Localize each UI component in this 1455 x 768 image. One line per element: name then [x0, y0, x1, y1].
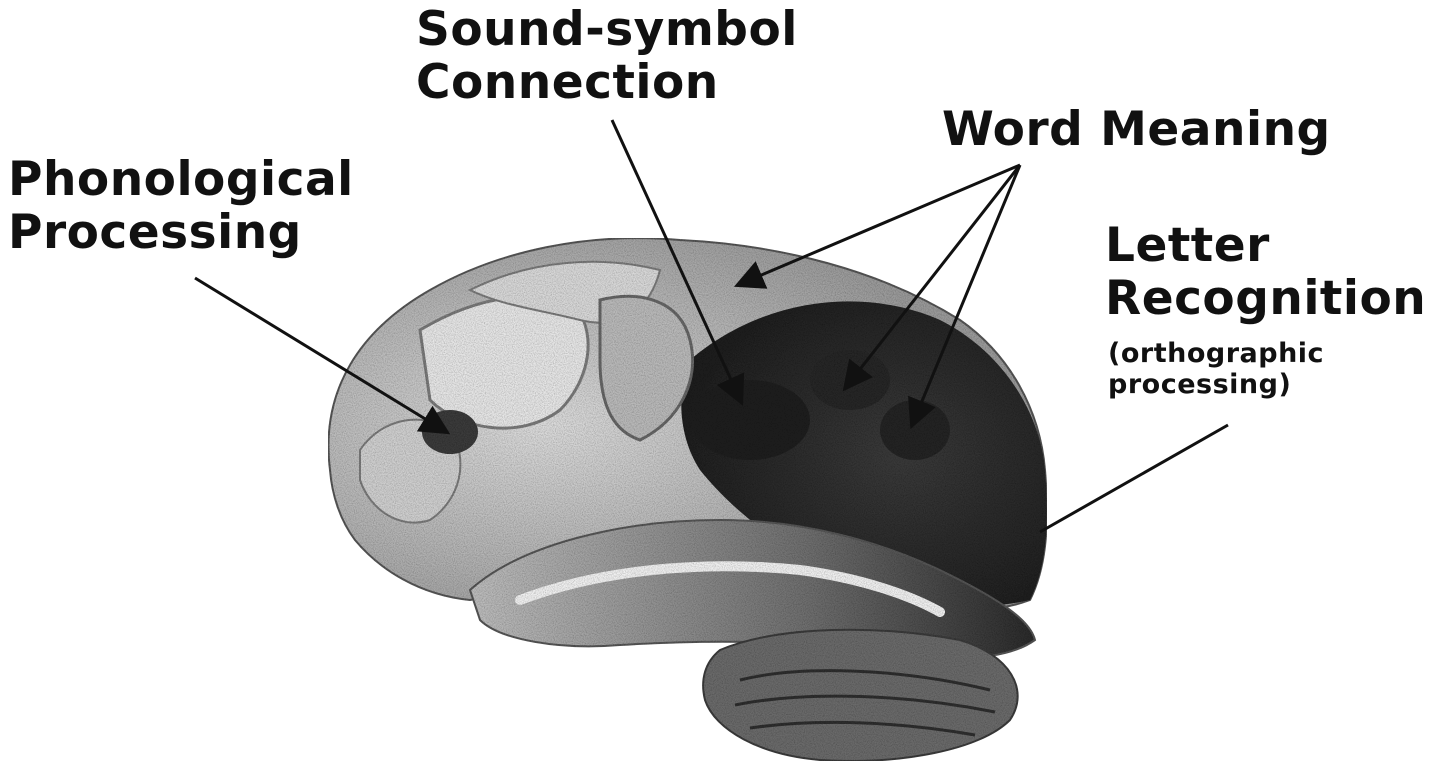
label-letter-recognition: Letter Recognition: [1105, 220, 1426, 325]
label-sound-symbol-connection: Sound-symbol Connection: [416, 4, 798, 109]
label-line: Recognition: [1105, 273, 1426, 326]
label-phonological-processing: Phonological Processing: [8, 154, 354, 259]
label-line: Connection: [416, 57, 798, 110]
label-line: processing): [1108, 369, 1324, 400]
label-word-meaning: Word Meaning: [942, 104, 1331, 157]
brain-illustration: [328, 238, 1046, 761]
label-line: Word Meaning: [942, 104, 1331, 157]
label-line: Letter: [1105, 220, 1426, 273]
word-meaning-area-2: [880, 400, 950, 460]
letter-recognition-pointer: [1040, 425, 1228, 532]
label-line: Processing: [8, 207, 354, 260]
label-line: Sound-symbol: [416, 4, 798, 57]
label-line: Phonological: [8, 154, 354, 207]
phonological-area: [422, 410, 478, 454]
sound-symbol-area: [690, 380, 810, 460]
label-orthographic-processing: (orthographic processing): [1108, 338, 1324, 400]
label-line: (orthographic: [1108, 338, 1324, 369]
